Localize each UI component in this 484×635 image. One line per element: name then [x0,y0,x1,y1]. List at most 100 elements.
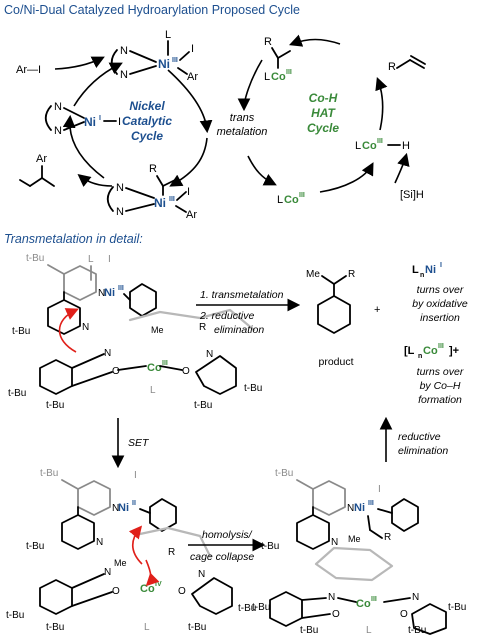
svg-text:by Co–H: by Co–H [420,380,461,392]
svg-text:cage collapse: cage collapse [190,551,254,563]
svg-text:by oxidative: by oxidative [412,298,468,310]
svg-text:HAT: HAT [311,106,336,120]
svg-text:elimination: elimination [398,445,448,457]
svg-text:III: III [299,192,305,199]
svg-text:homolysis/: homolysis/ [202,529,253,541]
svg-text:Co: Co [140,583,155,595]
svg-text:Nickel: Nickel [129,99,165,113]
aryl-iodide: Ar—I [16,64,41,76]
svg-text:N: N [331,537,338,548]
svg-text:trans: trans [230,112,255,124]
svg-text:III: III [162,360,168,367]
svg-text:Co: Co [356,598,371,610]
transmetalation-label: trans metalation [217,112,268,138]
svg-text:R: R [388,61,396,73]
svg-text:H: H [402,140,410,152]
svg-text:formation: formation [418,394,462,406]
svg-text:O: O [112,366,120,377]
svg-text:Ar: Ar [36,153,47,165]
svg-text:2. reductive: 2. reductive [199,310,254,322]
svg-text:metalation: metalation [217,126,268,138]
svg-text:Ni: Ni [154,196,166,210]
svg-text:[L: [L [404,345,415,357]
svg-text:N: N [54,101,62,113]
svg-text:L: L [277,194,283,206]
svg-text:t-Bu: t-Bu [252,602,270,613]
svg-text:Ni: Ni [84,115,96,129]
svg-text:t-Bu: t-Bu [448,602,466,613]
svg-text:I: I [440,262,442,269]
ni-i-complex: N N Ni I I [44,101,121,137]
set-arrow: SET [111,418,150,469]
svg-text:t-Bu: t-Bu [26,253,44,264]
hat-cycle-arrows [237,34,410,193]
svg-text:Ni: Ni [104,287,115,299]
svg-text:t-Bu: t-Bu [12,326,30,337]
svg-text:III: III [286,69,292,76]
svg-text:I: I [187,186,190,198]
silane: [Si]H [400,189,424,201]
detail-salen-co-1: N Me R N Co III O O t-Bu t-Bu t-Bu t-Bu … [8,308,262,411]
svg-text:Me: Me [114,558,127,568]
svg-text:Co-H: Co-H [309,91,338,105]
svg-text:III: III [371,596,377,603]
svg-text:R: R [348,269,355,280]
svg-text:N: N [347,503,354,514]
svg-text:t-Bu: t-Bu [238,603,256,614]
svg-text:Catalytic: Catalytic [122,114,172,128]
svg-text:N: N [54,125,62,137]
svg-text:I: I [134,470,137,481]
lnco-note: [L n Co III ]+ turns over by Co–H format… [404,343,464,406]
svg-text:N: N [96,537,103,548]
detail-steps: 1. transmetalation 2. reductive eliminat… [196,289,301,336]
svg-text:I: I [191,43,194,55]
svg-text:Co: Co [284,194,299,206]
svg-text:N: N [116,182,124,194]
svg-text:Co: Co [271,71,286,83]
section-subtitle: Transmetalation in detail: [4,232,143,246]
cobalt-hydride: L Co III H [355,138,410,152]
svg-text:t-Bu: t-Bu [300,625,318,635]
svg-text:Ni: Ni [118,502,129,514]
svg-text:Me: Me [151,325,164,335]
detail-complex-2: t-Bu N N t-Bu I Ni II [26,468,177,552]
svg-text:III: III [169,196,175,203]
svg-text:Ni: Ni [158,57,170,71]
svg-text:Co: Co [362,140,377,152]
svg-text:t-Bu: t-Bu [261,541,279,552]
svg-text:t-Bu: t-Bu [46,622,64,633]
svg-text:t-Bu: t-Bu [188,622,206,633]
svg-text:reductive: reductive [398,431,441,443]
detail-complex-1: t-Bu N N t-Bu L I Ni III [12,253,157,337]
svg-text:III: III [172,57,178,64]
svg-text:t-Bu: t-Bu [408,625,426,635]
ni-iii-aryl-complex: N N L Ni III I Ar [110,29,198,83]
svg-text:Cycle: Cycle [307,121,339,135]
svg-text:L: L [355,140,361,152]
svg-text:N: N [412,592,419,603]
svg-text:Me: Me [306,269,320,280]
svg-text:L: L [412,264,419,276]
svg-text:O: O [332,609,340,620]
svg-text:Ni: Ni [354,502,365,514]
svg-text:L: L [150,385,156,396]
svg-text:Ar—I: Ar—I [16,64,41,76]
homolysis-arrow: homolysis/ cage collapse [188,529,266,563]
svg-text:n: n [420,272,424,279]
svg-text:O: O [112,586,120,597]
hydroarylation-product: Ar [19,153,55,187]
svg-text:N: N [112,503,119,514]
svg-text:L: L [144,622,150,633]
svg-text:SET: SET [128,437,150,449]
svg-text:N: N [206,349,213,360]
svg-text:III: III [438,343,444,350]
svg-text:I: I [118,116,121,128]
svg-text:n: n [418,353,422,360]
svg-text:Co: Co [423,345,438,357]
detail-complex-3: t-Bu N N t-Bu I Ni III Me R [261,468,419,552]
svg-text:I: I [108,254,111,265]
svg-text:insertion: insertion [420,312,460,324]
svg-text:Cycle: Cycle [131,129,163,143]
svg-text:O: O [400,609,408,620]
